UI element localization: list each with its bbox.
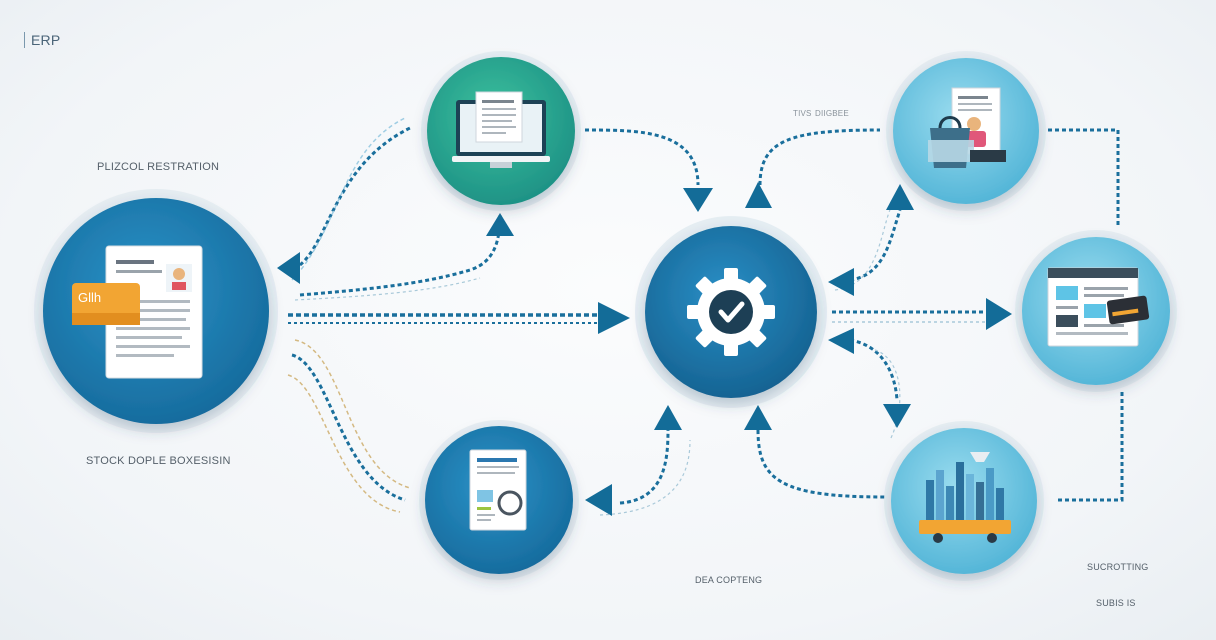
- arrow-up-computer: [486, 213, 514, 236]
- data-label: DEA COPTENG: [695, 575, 763, 585]
- sub-label: SUCROTTING: [1087, 562, 1149, 572]
- document-icon: [105, 245, 203, 379]
- top-label-b: DIIGBEE: [815, 109, 849, 118]
- report-icon: [469, 449, 527, 531]
- registration-label: PLIZCOL RESTRATION: [97, 161, 220, 173]
- arrow-into-hub-left: [598, 302, 630, 334]
- arrow-up-from-hub: [745, 182, 772, 208]
- node-warehouse: [884, 421, 1044, 581]
- arrow-up-shopping: [886, 184, 914, 210]
- node-registration: Gllh: [34, 189, 278, 433]
- shopping-icon: [928, 87, 1006, 168]
- arrow-into-web: [986, 298, 1012, 330]
- small-label: SUBIS IS: [1096, 598, 1136, 608]
- connector-computer-hub: [584, 128, 700, 186]
- node-hub: [635, 216, 827, 408]
- top-label-a: TIVS: [793, 109, 812, 118]
- arrow-into-hub-right-low: [828, 328, 854, 354]
- card-text: Gllh: [78, 290, 101, 305]
- webpage-icon: [1047, 267, 1150, 347]
- connector-shopping-web: [1048, 128, 1120, 228]
- arrow-up-hub-bottom: [654, 405, 682, 430]
- gear-check-icon: [687, 268, 775, 356]
- warehouse-icon: [919, 452, 1011, 543]
- arrow-down-warehouse: [883, 404, 911, 428]
- node-shopping: [886, 51, 1046, 211]
- connector-hub-shopping: [758, 128, 881, 186]
- connector-web-warehouse: [1055, 392, 1124, 502]
- node-report: [419, 420, 579, 580]
- connector-hub-report: [619, 429, 670, 505]
- id-card-icon: Gllh: [72, 283, 140, 325]
- arrow-into-hub-right: [828, 268, 854, 296]
- node-web: [1015, 230, 1177, 392]
- connector-reg-computer: [299, 126, 411, 267]
- monitor-icon: [452, 91, 550, 168]
- arrow-into-hub-top: [683, 188, 713, 212]
- connector-computer-up: [299, 214, 502, 297]
- node-computer: [421, 51, 581, 211]
- connector-lines: [287, 117, 1124, 516]
- erp-title: ERP: [24, 32, 60, 48]
- arrow-into-registration: [277, 252, 300, 284]
- connector-reg-report: [291, 353, 406, 502]
- connector-hub-warehouse: [849, 338, 899, 401]
- arrowheads: [277, 182, 1012, 516]
- stock-label: STOCK DOPLE BOXESISIN: [86, 455, 231, 467]
- arrow-into-report: [585, 484, 612, 516]
- arrow-up-hub-bottom-right: [744, 405, 772, 430]
